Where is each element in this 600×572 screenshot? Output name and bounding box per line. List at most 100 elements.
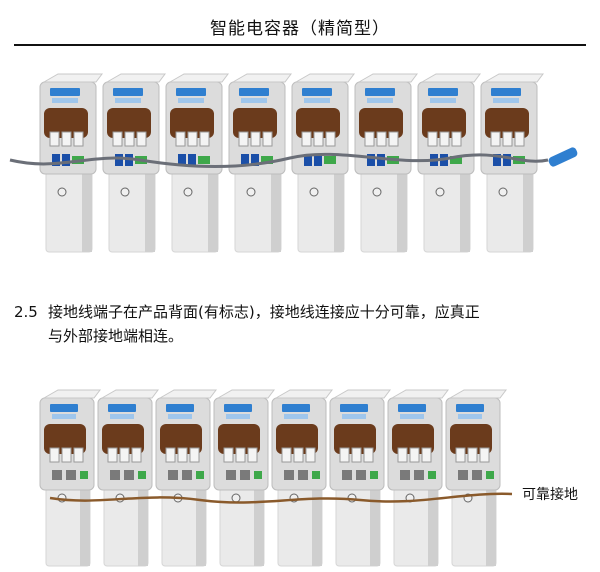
power-terminal (49, 131, 60, 147)
power-terminal (305, 447, 316, 463)
capacitor-row-illustration-bottom (39, 389, 513, 567)
brown-panel (44, 424, 86, 454)
green-terminal (138, 471, 146, 479)
display-strip-lower (52, 98, 78, 103)
capacitor-base-shadow (334, 144, 344, 252)
ground-screw (435, 187, 445, 197)
display-strip-lower (342, 414, 366, 419)
capacitor-unit (155, 389, 217, 567)
capacitor-base-shadow (428, 460, 438, 566)
capacitor-top-face (274, 389, 333, 399)
display-strip-lower (284, 414, 308, 419)
capacitor-base-shadow (271, 144, 281, 252)
power-terminal (455, 447, 466, 463)
display-strip-lower (430, 98, 456, 103)
capacitor-base-shadow (138, 460, 148, 566)
gray-connector (226, 470, 236, 480)
brown-panel (218, 424, 260, 454)
power-terminal (165, 447, 176, 463)
display-strip (456, 404, 484, 412)
capacitor-top-face (100, 389, 159, 399)
capacitor-top-face (420, 73, 481, 83)
capacitor-base-shadow (370, 460, 380, 566)
ground-screw (57, 187, 67, 197)
power-terminal (187, 131, 198, 147)
gray-connector (110, 470, 120, 480)
ground-screw (372, 187, 382, 197)
capacitor-unit (387, 389, 449, 567)
power-terminal (119, 447, 130, 463)
power-terminal (421, 447, 432, 463)
capacitor-unit (480, 73, 544, 253)
power-terminal (376, 131, 387, 147)
brown-panel (107, 108, 151, 138)
display-strip (340, 404, 368, 412)
power-terminal (136, 131, 147, 147)
display-strip-lower (115, 98, 141, 103)
green-terminal (261, 156, 273, 164)
power-terminal (467, 447, 478, 463)
blue-connector (304, 154, 312, 166)
green-terminal (80, 471, 88, 479)
capacitor-base-shadow (312, 460, 322, 566)
capacitor-base-shadow (397, 144, 407, 252)
green-terminal (196, 471, 204, 479)
power-terminal (250, 131, 261, 147)
display-strip (428, 88, 458, 96)
power-terminal (479, 447, 490, 463)
gray-connector (472, 470, 482, 480)
cable-plug (548, 147, 578, 167)
capacitor-unit (39, 389, 101, 567)
section-number: 2.5 (14, 303, 38, 321)
capacitor-unit (417, 73, 481, 253)
blue-connector (241, 154, 249, 166)
capacitor-top-face (105, 73, 166, 83)
capacitor-row-illustration-top (9, 73, 578, 253)
power-terminal (49, 447, 60, 463)
power-terminal (235, 447, 246, 463)
gray-connector (182, 470, 192, 480)
reliable-grounding-label: 可靠接地 (522, 487, 578, 503)
display-strip-lower (168, 414, 192, 419)
brown-panel (296, 108, 340, 138)
power-terminal (223, 447, 234, 463)
display-strip (365, 88, 395, 96)
display-strip (166, 404, 194, 412)
power-terminal (351, 447, 362, 463)
display-strip (108, 404, 136, 412)
green-terminal (486, 471, 494, 479)
capacitor-base-shadow (523, 144, 533, 252)
brown-panel (276, 424, 318, 454)
gray-connector (342, 470, 352, 480)
blue-connector (493, 154, 501, 166)
power-terminal (61, 447, 72, 463)
power-terminal (107, 447, 118, 463)
capacitor-top-face (158, 389, 217, 399)
capacitor-base-shadow (460, 144, 470, 252)
power-terminal (490, 131, 501, 147)
display-strip (50, 88, 80, 96)
brown-panel (102, 424, 144, 454)
gray-connector (52, 470, 62, 480)
power-terminal (293, 447, 304, 463)
display-strip (239, 88, 269, 96)
capacitor-unit (291, 73, 355, 253)
display-strip-lower (400, 414, 424, 419)
brown-panel (334, 424, 376, 454)
gray-connector (66, 470, 76, 480)
gray-connector (458, 470, 468, 480)
gray-connector (284, 470, 294, 480)
brown-panel (392, 424, 434, 454)
capacitor-top-face (332, 389, 391, 399)
power-terminal (364, 131, 375, 147)
capacitor-base-shadow (145, 144, 155, 252)
gray-connector (168, 470, 178, 480)
brown-panel (233, 108, 277, 138)
blue-connector (367, 154, 375, 166)
blue-connector (52, 154, 60, 166)
page-header: 智能电容器（精简型） (14, 0, 586, 46)
ground-screw (231, 493, 241, 503)
capacitor-top-face (216, 389, 275, 399)
capacitor-base-shadow (196, 460, 206, 566)
power-terminal (363, 447, 374, 463)
